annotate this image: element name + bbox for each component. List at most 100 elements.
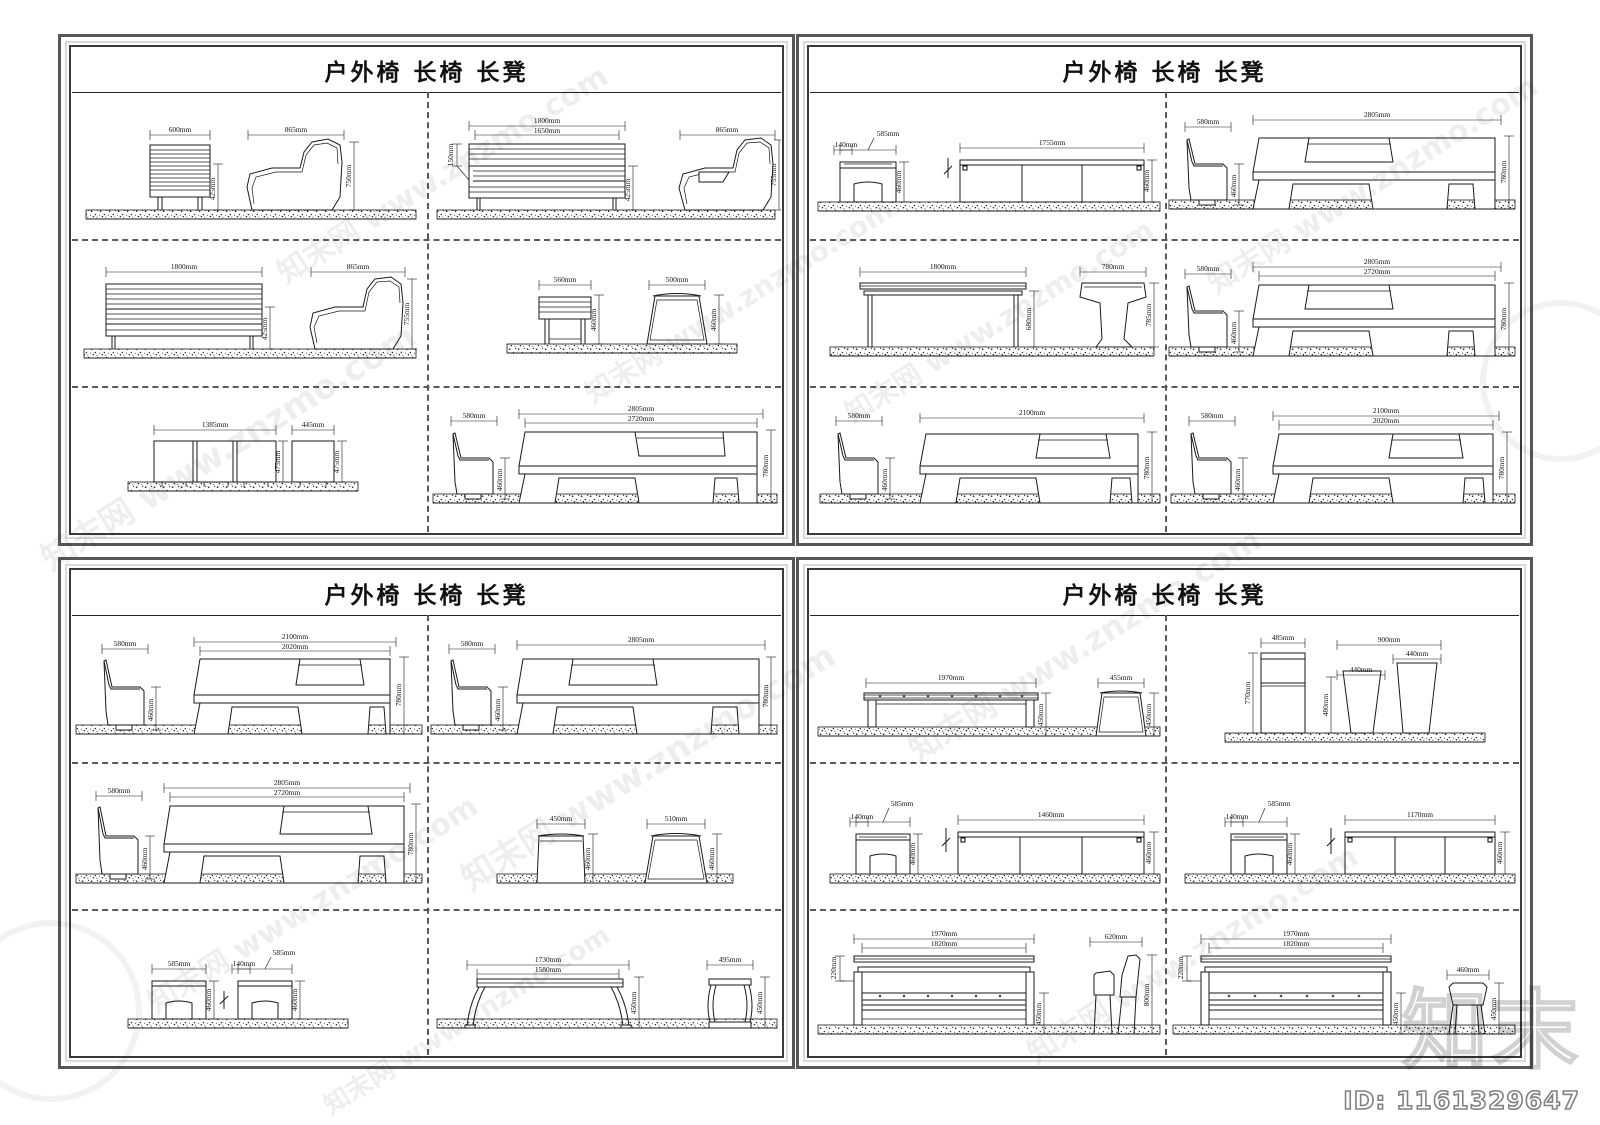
drawing-br-r3c1: 1970mm 1820mm 220mm 450mm 620mm (817, 929, 1161, 1035)
dim-label: 2720mm (627, 414, 654, 423)
dimension-865 (310, 266, 406, 277)
dim-label: 460mm (493, 698, 502, 721)
dimension-445 (291, 424, 335, 435)
side-chair-profile (1185, 138, 1227, 206)
side-chair-profile (103, 659, 145, 731)
dimension-865 (679, 130, 775, 140)
dimension-1820 (861, 942, 1027, 953)
dim-label: 780mm (394, 683, 403, 706)
tall-box-unit (1260, 652, 1305, 734)
dim-label: 755mm (402, 302, 411, 325)
dimension-1460 (957, 814, 1145, 825)
drawing-br-r3c2: 1970mm 1820mm 220mm 450mm 460mm 45 (1172, 929, 1515, 1035)
dim-label: 2805mm (1363, 257, 1390, 266)
dimension-1970 (1200, 933, 1391, 944)
flat-slat-bench (863, 692, 1039, 728)
dim-label: 450mm (1489, 997, 1498, 1020)
drawing-tl-r2c2: 560mm 460mm 500mm 460mm (506, 275, 737, 354)
dim-label: 580mm (108, 786, 131, 795)
cell-br-r3c2: 1970mm 1820mm 220mm 450mm 460mm 45 (1165, 909, 1520, 1055)
dimension-865 (247, 130, 345, 140)
dimension-2805 (518, 408, 763, 419)
dimension-580 (450, 415, 497, 426)
dim-label: 460mm (140, 847, 149, 870)
dimension-580 (101, 644, 149, 654)
dim-label: 425mm (260, 317, 269, 340)
drawing-br-r2c2: 585mm 140mm 460mm 1170mm (1184, 799, 1515, 884)
dim-label: 485mm (1271, 633, 1294, 642)
dimension-580 (1188, 415, 1235, 426)
drawing-tr-r1c1: 585mm 140mm 460mm 1755mm (817, 129, 1161, 212)
dim-label: 865mm (715, 125, 738, 134)
panel-bench (941, 827, 1145, 875)
dim-label: 1730mm (534, 955, 561, 964)
cell-bl-r2c2: 450mm 460mm 510mm 460mm (427, 762, 782, 909)
dim-label: 2720mm (1363, 267, 1390, 276)
dimension-450 (536, 818, 585, 829)
pedestal-stool-profile (1079, 282, 1147, 348)
dimension-1800 (105, 266, 263, 277)
dimension-1650 (474, 130, 619, 140)
dimension-2020 (1278, 419, 1493, 430)
cell-tl-r3c2: 580mm 460mm 2805mm 2720mm 780 (427, 386, 782, 532)
dim-label: 2020mm (282, 642, 309, 651)
tapered-stool-profile (643, 832, 708, 884)
dim-label: 1460mm (1038, 810, 1065, 819)
dim-label: 460mm (894, 170, 903, 193)
panel-title-bar: 户外椅 长椅 长凳 (810, 48, 1519, 93)
panel-grid: 600mm 425mm 865mm 750mm (72, 92, 781, 532)
dim-label: 780mm (761, 454, 770, 477)
dim-label: 585mm (877, 129, 900, 138)
dim-label: 220mm (1176, 956, 1185, 979)
side-chair-profile (1185, 285, 1227, 353)
dimension-485 (1260, 638, 1305, 648)
dim-label: 450mm (1034, 1002, 1043, 1025)
grid-divider-horizontal-1 (72, 761, 781, 764)
dimension-440-b (1392, 654, 1441, 664)
cell-bl-r3c1: 585mm 460mm 585mm 140mm 460mm (72, 909, 427, 1055)
dim-label: 780mm (1499, 307, 1508, 330)
slatted-bench-elevation (105, 283, 263, 349)
cell-tl-r1c2: 1800mm 1650mm 150mm 425mm 865mm 75 (427, 92, 781, 239)
dimension-2805 (1252, 115, 1501, 125)
dim-label: 620mm (1105, 932, 1128, 941)
dim-label: 460mm (204, 988, 213, 1011)
dim-label: 580mm (460, 639, 483, 648)
dim-label: 1820mm (1282, 939, 1309, 948)
dim-label: 460mm (908, 842, 917, 865)
dimension-510 (646, 818, 705, 829)
dimension-2805 (1252, 261, 1501, 272)
dim-label: 770mm (1243, 681, 1252, 704)
dim-label: 780mm (1102, 262, 1125, 271)
dim-label: 560mm (553, 275, 576, 284)
dim-label: 460mm (1144, 841, 1153, 864)
dim-label: 1170mm (1406, 810, 1432, 819)
box-stool-front (855, 833, 911, 875)
side-chair-profile (451, 432, 493, 500)
drawing-br-r2c1: 585mm 140mm 460mm 1460mm (829, 799, 1161, 884)
panel-frame-outer (65, 564, 788, 1062)
grid-divider-horizontal-2 (72, 385, 781, 388)
dim-label: 2805mm (1363, 110, 1390, 119)
dim-label: 800mm (1142, 983, 1151, 1006)
dim-label: 460mm (707, 847, 716, 870)
dim-label: 475mm (273, 450, 282, 473)
dimension-2805 (516, 640, 765, 650)
drawing-panel-top-right: 户外椅 长椅 长凳 585mm (796, 34, 1533, 546)
drawing-tl-r1c2: 1800mm 1650mm 150mm 425mm 865mm 75 (436, 116, 781, 220)
backed-bench-elevation (853, 955, 1035, 1026)
dim-label: 865mm (285, 125, 308, 134)
lounge-chair-profile (309, 276, 404, 350)
cell-br-r1c1: 1970mm 450mm 455mm 450mm (810, 615, 1165, 762)
dimension-1970 (865, 678, 1037, 688)
dim-label: 460mm (583, 847, 592, 870)
drawing-tl-r3c2: 580mm 460mm 2805mm 2720mm 780 (432, 404, 777, 504)
cell-br-r1c2: 485mm 770mm 900mm 440mm 440mm 480m (1165, 615, 1520, 762)
dimension-580 (1184, 122, 1231, 132)
dim-label: 460mm (1285, 842, 1294, 865)
dimension-2805 (163, 782, 411, 793)
square-stool-profile (535, 833, 586, 884)
dimension-2020 (199, 646, 391, 656)
concrete-bench-long (163, 805, 405, 884)
drawing-bl-r2c1: 580mm 460mm 2805mm 2720mm 780 (75, 778, 423, 884)
